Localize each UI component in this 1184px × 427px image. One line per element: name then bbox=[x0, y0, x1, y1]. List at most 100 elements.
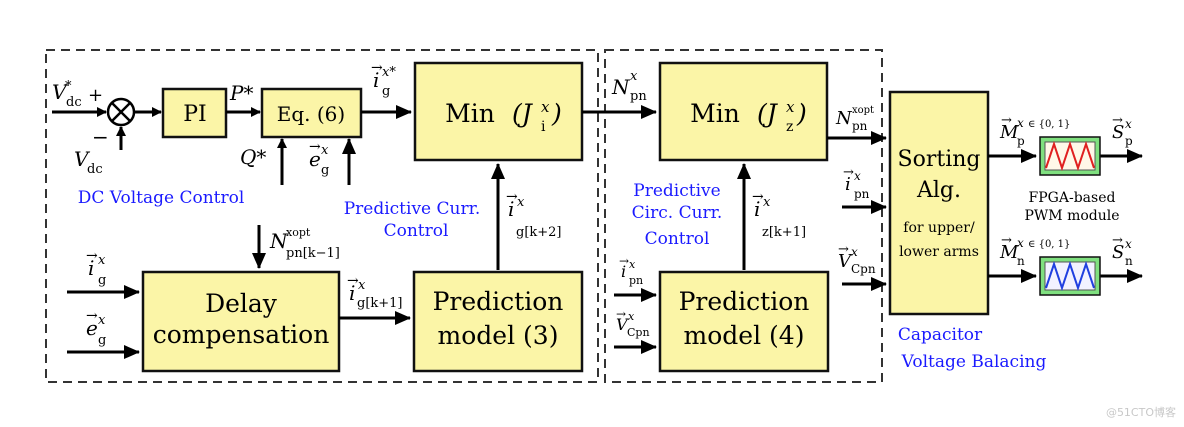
sp-sup: x bbox=[1125, 117, 1132, 131]
circulating-current-control-region bbox=[604, 49, 883, 383]
sn-symbol: S bbox=[1112, 242, 1124, 263]
npn-k-1-sup: xopt bbox=[286, 226, 311, 239]
vcpn-sort-symbol: V bbox=[838, 251, 853, 272]
mp-sup: x bbox=[1017, 116, 1024, 130]
sp-vec: → bbox=[1112, 113, 1123, 128]
ig-delay-sup: x bbox=[98, 253, 106, 268]
ig-k2-sup: x bbox=[517, 195, 525, 210]
npn-opt-sub: pn bbox=[852, 119, 868, 133]
eg-delay-sup: x bbox=[98, 313, 106, 328]
ig-k1-sub: g[k+1] bbox=[357, 296, 403, 311]
delay-label-2: compensation bbox=[153, 320, 330, 349]
ipn-pred-sub: pn bbox=[629, 274, 643, 287]
mp-sub: p bbox=[1017, 134, 1025, 148]
min-jz-label: Min bbox=[690, 99, 740, 128]
pred4-label-2: model (4) bbox=[684, 321, 805, 350]
mp-vec: → bbox=[1001, 113, 1012, 128]
npn-k-1-symbol: N bbox=[269, 229, 289, 253]
vcpn-pred-sup: x bbox=[628, 310, 635, 323]
ig-k2-sub: g[k+2] bbox=[516, 225, 562, 240]
capacitor-label-2: Voltage Balacing bbox=[901, 352, 1047, 372]
vcpn-pred-vec: → bbox=[616, 307, 626, 321]
eg-eq6-vec: → bbox=[309, 139, 321, 155]
ig-ref-symbol: i bbox=[373, 68, 379, 92]
plus-sign: + bbox=[88, 85, 103, 106]
vdc-ref-sub: dc bbox=[66, 95, 82, 110]
npn-x-sub: pn bbox=[630, 89, 647, 104]
prediction-model-3-block bbox=[412, 270, 584, 373]
sorting-label-4: lower arms bbox=[899, 244, 979, 260]
pred-circ-label-2: Circ. Curr. bbox=[632, 203, 723, 223]
pwm-upper-carrier-wave bbox=[1045, 140, 1095, 172]
delay-label-1: Delay bbox=[205, 289, 278, 318]
pred-curr-label-2: Control bbox=[384, 221, 449, 241]
ig-k2-vec: → bbox=[506, 189, 518, 205]
ig-k2-symbol: i bbox=[508, 197, 514, 221]
sorting-algorithm-block bbox=[888, 90, 990, 316]
sn-sub: n bbox=[1125, 254, 1133, 268]
min-ji-subscript: i bbox=[541, 119, 546, 135]
ipn-pred-vec: → bbox=[619, 254, 629, 268]
mn-sub: n bbox=[1017, 254, 1025, 268]
ig-k1-symbol: i bbox=[349, 281, 355, 305]
vdc-ref-star: * bbox=[65, 79, 72, 94]
ig-k1-sup: x bbox=[358, 278, 366, 293]
p-ref-label: P* bbox=[229, 81, 253, 105]
pwm-label-1: FPGA-based bbox=[1029, 190, 1116, 206]
pred-curr-label-1: Predictive Curr. bbox=[344, 199, 481, 219]
iz-k1-sup: x bbox=[763, 195, 771, 210]
ig-ref-sup: x* bbox=[382, 65, 396, 80]
min-ji-argument: (J bbox=[512, 99, 534, 128]
npn-x-symbol: N bbox=[611, 75, 631, 99]
mp-set: ∈ {0, 1} bbox=[1028, 119, 1070, 130]
ig-ref-sub: g bbox=[382, 84, 390, 99]
ig-k1-vec: → bbox=[347, 273, 359, 289]
q-ref-label: Q* bbox=[240, 145, 266, 169]
sp-sub: p bbox=[1125, 134, 1133, 148]
dc-voltage-control-label: DC Voltage Control bbox=[78, 188, 245, 208]
vcpn-sort-sup: x bbox=[851, 245, 858, 259]
summing-junction-cross-b bbox=[111, 102, 131, 122]
vcpn-pred-symbol: V bbox=[616, 315, 629, 334]
watermark: @51CTO博客 bbox=[1106, 405, 1176, 419]
npn-x-sup: x bbox=[630, 69, 638, 84]
vdc-feedback-sub: dc bbox=[87, 162, 103, 177]
sorting-label-1: Sorting bbox=[898, 147, 981, 172]
sn-vec: → bbox=[1112, 233, 1123, 248]
ipn-sort-vec: → bbox=[843, 165, 854, 180]
ipn-sort-sup: x bbox=[854, 169, 861, 183]
eg-delay-symbol: e bbox=[86, 316, 98, 340]
pwm-label-2: PWM module bbox=[1024, 208, 1119, 224]
iz-k1-sub: z[k+1] bbox=[762, 225, 806, 240]
min-ji-close: ) bbox=[551, 99, 562, 128]
mn-sup: x bbox=[1017, 236, 1024, 250]
eg-eq6-symbol: e bbox=[309, 147, 321, 171]
min-jz-subscript: z bbox=[786, 119, 793, 135]
vdc-feedback-symbol: V bbox=[74, 147, 91, 171]
min-jz-superscript: x bbox=[786, 98, 795, 116]
iz-k1-symbol: i bbox=[754, 197, 760, 221]
min-jz-argument: (J bbox=[757, 99, 779, 128]
npn-k-1-sub: pn[k−1] bbox=[286, 246, 340, 261]
min-ji-label: Min bbox=[445, 99, 495, 128]
ig-delay-sub: g bbox=[98, 273, 106, 288]
sorting-label-3: for upper/ bbox=[903, 220, 975, 236]
pred-circ-label-1: Predictive bbox=[633, 181, 720, 201]
mn-set: ∈ {0, 1} bbox=[1028, 239, 1070, 250]
pred4-label-1: Prediction bbox=[679, 287, 810, 316]
eq6-label: Eq. (6) bbox=[277, 102, 345, 126]
vcpn-pred-sub: Cpn bbox=[627, 326, 650, 339]
ig-ref-vec: → bbox=[371, 60, 383, 76]
vcpn-sort-vec: → bbox=[838, 242, 849, 257]
eq6-block bbox=[260, 87, 363, 139]
ig-delay-symbol: i bbox=[88, 256, 94, 280]
sn-sup: x bbox=[1125, 237, 1132, 251]
min-jz-block bbox=[658, 61, 829, 162]
npn-opt-symbol: N bbox=[835, 108, 853, 129]
ipn-sort-sub: pn bbox=[854, 187, 870, 201]
min-jz-close: ) bbox=[796, 99, 807, 128]
ipn-pred-symbol: i bbox=[621, 262, 626, 281]
pred-circ-label-3: Control bbox=[645, 229, 710, 249]
ig-delay-vec: → bbox=[86, 248, 98, 264]
